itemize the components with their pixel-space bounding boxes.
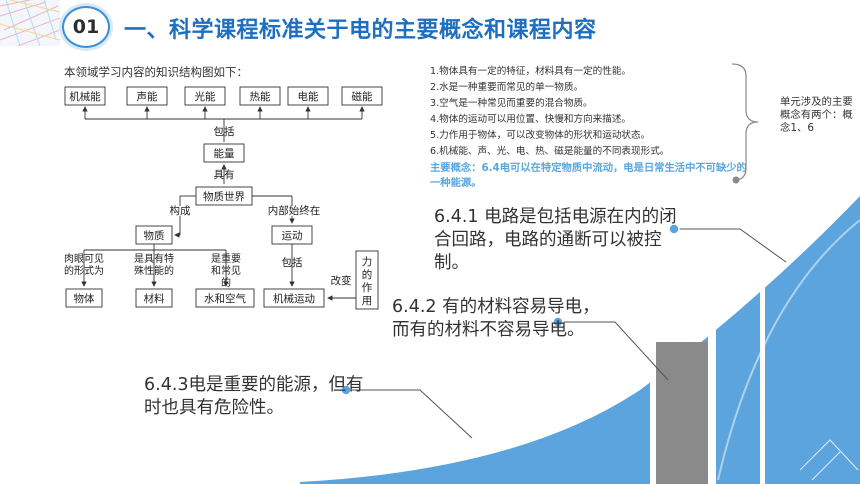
callout-6-4-1: 6.4.1 电路是包括电源在内的闭合回路，电路的通断可以被控制。 bbox=[434, 207, 677, 273]
energy-mechanical: 机械能 bbox=[69, 90, 101, 103]
energy-electric: 电能 bbox=[298, 90, 319, 103]
section-number-badge: 01 bbox=[62, 6, 110, 48]
node-force: 力的作用 bbox=[362, 255, 373, 307]
concept-item-3: 3.空气是一种常见而重要的混合物质。 bbox=[430, 98, 593, 109]
brace-connector bbox=[731, 63, 759, 184]
concept-item-2: 2.水是一种重要而常见的单一物质。 bbox=[430, 82, 584, 93]
energy-form-box bbox=[184, 86, 226, 106]
energy-form-box bbox=[126, 86, 168, 106]
diagram-caption: 本领域学习内容的知识结构图如下： bbox=[64, 65, 248, 79]
label-include: 包括 bbox=[214, 125, 235, 138]
concept-item-6: 6.机械能、声、光、电、热、磁是能量的不同表现形式。 bbox=[430, 146, 670, 157]
energy-heat: 热能 bbox=[250, 90, 271, 103]
label-composes: 构成 bbox=[170, 204, 191, 217]
node-material: 材料 bbox=[144, 292, 165, 305]
node-motion: 运动 bbox=[282, 230, 303, 242]
page-title: 一、科学课程标准关于电的主要概念和课程内容 bbox=[124, 18, 597, 43]
corner-decoration bbox=[0, 0, 60, 46]
callout-6-4-2: 6.4.2 有的材料容易导电，而有的材料不容易导电。 bbox=[392, 297, 600, 340]
concept-item-5: 5.力作用于物体，可以改变物体的形状和运动状态。 bbox=[430, 130, 651, 141]
knowledge-structure-diagram: 机械能 声能 光能 热能 电能 磁能 包括 能量 具有 物质世界 构成 内部始终… bbox=[64, 86, 383, 310]
energy-sound: 声能 bbox=[137, 90, 158, 103]
energy-light: 光能 bbox=[195, 90, 216, 103]
main-concept: 主要概念：6.4电可以在特定物质中流动，电是日常生活中不可缺少的一种能源。 bbox=[430, 162, 747, 189]
label-special-properties: 是具有特殊性能的 bbox=[134, 252, 174, 277]
node-mechanical-motion: 机械运动 bbox=[273, 292, 315, 305]
node-material-world: 物质世界 bbox=[203, 190, 245, 203]
energy-form-box bbox=[239, 86, 281, 106]
energy-magnetic: 磁能 bbox=[352, 90, 373, 103]
node-matter: 物质 bbox=[144, 229, 165, 242]
label-include2: 包括 bbox=[282, 256, 303, 269]
energy-form-box bbox=[287, 86, 329, 106]
energy-form-box bbox=[341, 86, 383, 106]
concept-item-4: 4.物体的运动可以用位置、快慢和方向来描述。 bbox=[430, 114, 632, 125]
node-water-air: 水和空气 bbox=[204, 292, 246, 305]
label-change: 改变 bbox=[331, 274, 352, 287]
label-visible-forms: 肉眼可见的形式为 bbox=[64, 252, 104, 277]
node-object: 物体 bbox=[74, 292, 95, 305]
label-always-in: 内部始终在 bbox=[268, 204, 321, 217]
label-has: 具有 bbox=[214, 168, 235, 181]
callout-6-4-3: 6.4.3电是重要的能源，但有时也具有危险性。 bbox=[144, 375, 364, 418]
label-important-common: 是重要和常见的 bbox=[211, 252, 241, 289]
concept-list: 1.物体具有一定的特征，材料具有一定的性能。 2.水是一种重要而常见的单一物质。… bbox=[430, 64, 745, 160]
energy-form-box bbox=[64, 86, 106, 106]
concept-side-note: 单元涉及的主要概念有两个：概念1、6 bbox=[780, 96, 853, 134]
concept-item-1: 1.物体具有一定的特征，材料具有一定的性能。 bbox=[430, 66, 632, 77]
node-energy: 能量 bbox=[214, 147, 235, 160]
